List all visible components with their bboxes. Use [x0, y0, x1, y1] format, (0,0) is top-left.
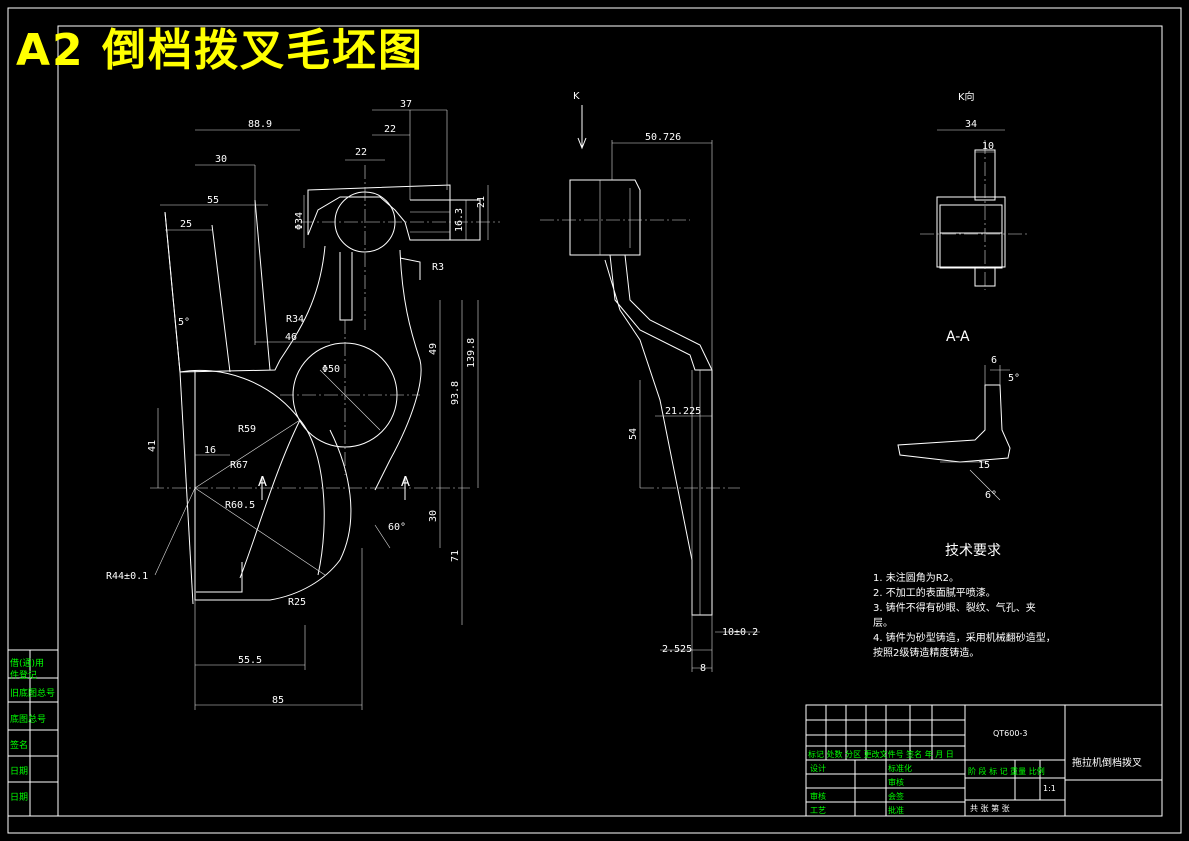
dim-r34: R34: [286, 314, 304, 325]
dim-r44: R44±0.1: [106, 571, 148, 582]
dim-30: 30: [215, 154, 227, 165]
dim-55: 55: [207, 195, 219, 206]
k-arrow-label: K: [573, 91, 580, 102]
dim-r67: R67: [230, 460, 248, 471]
inner-border: [57, 25, 1163, 817]
dim-37: 37: [400, 99, 412, 110]
title-block-stage-header: 阶 段 标 记 重量 比例: [968, 767, 1045, 776]
dim-r25: R25: [288, 597, 306, 608]
side-label: 日期: [10, 767, 29, 777]
dim-15: 15: [978, 460, 990, 471]
tech-item: 4. 铸件为砂型铸造，采用机械翻砂造型，: [873, 633, 1056, 644]
dim-6deg: 6°: [985, 490, 997, 501]
title-block-part-name: 拖拉机倒档拨叉: [1072, 758, 1142, 769]
dim-34: 34: [965, 119, 977, 130]
k-view: [920, 129, 1030, 290]
dim-phi34: Φ34: [294, 212, 305, 230]
main-view: [150, 109, 500, 710]
title-block-scale: 1:1: [1043, 784, 1056, 793]
dim-r59: R59: [238, 424, 256, 435]
tech-item: 按照2级铸造精度铸造。: [873, 648, 980, 659]
tech-item: 2. 不加工的表面腻平喷漆。: [873, 588, 996, 599]
section-aa: [897, 365, 1011, 501]
dim-2-525: 2.525: [662, 644, 692, 655]
dimension-texts: 37 88.9 22 30 22 55 25 Φ34 16.3 21 R3 5°…: [106, 90, 1020, 706]
dim-30b: 30: [428, 510, 439, 522]
dim-5deg-b: 5°: [1008, 373, 1020, 384]
side-label: 日期: [10, 793, 29, 803]
dim-54: 54: [628, 428, 639, 440]
k-view-label: K向: [958, 90, 975, 103]
dim-25: 25: [180, 219, 192, 230]
title-block-sheet: 共 张 第 张: [970, 804, 1010, 813]
dim-85: 85: [272, 695, 284, 706]
side-label: 签名: [10, 741, 29, 751]
side-view: [540, 105, 760, 672]
title-block-revision-header: 标记 处数 分区 更改文件号 签名 年 月 日: [808, 750, 954, 759]
dim-8: 8: [700, 663, 706, 674]
side-label: 件登记: [10, 671, 38, 681]
section-mark-right: A: [401, 475, 410, 490]
dim-55-5: 55.5: [238, 655, 262, 666]
dim-139-8: 139.8: [466, 338, 477, 368]
title-block-role: 工艺: [810, 806, 826, 815]
drawing-title: A2 倒档拨叉毛坯图: [16, 25, 424, 76]
tech-item: 1. 未注圆角为R2。: [873, 573, 960, 584]
section-label: A-A: [946, 329, 970, 345]
dim-r3: R3: [432, 262, 444, 273]
title-block-role: 批准: [888, 806, 904, 815]
dim-phi50: Φ50: [322, 364, 340, 375]
dim-21-225: 21.225: [665, 406, 701, 417]
title-block-role: 会签: [888, 792, 904, 801]
tech-requirements-heading: 技术要求: [945, 543, 1001, 559]
section-mark-left: A: [258, 475, 267, 490]
dim-21: 21: [476, 196, 487, 208]
title-block-role: 标准化: [888, 764, 912, 773]
title-block-grid: [805, 704, 1163, 817]
dim-5deg: 5°: [178, 317, 190, 328]
dim-88-9: 88.9: [248, 119, 272, 130]
tech-item: 3. 铸件不得有砂眼、裂纹、气孔、夹: [873, 603, 1036, 614]
title-block-role: 设计: [810, 764, 826, 773]
title-block-role: 审核: [810, 792, 826, 801]
dim-60deg: 60°: [388, 522, 406, 533]
dim-16: 16: [204, 445, 216, 456]
dim-49: 49: [428, 343, 439, 355]
dim-6: 6: [991, 355, 997, 366]
dim-10-tol: 10±0.2: [722, 627, 758, 638]
side-label: 借(通)用: [10, 659, 45, 669]
dim-10: 10: [982, 141, 994, 152]
dim-22a: 22: [384, 124, 396, 135]
dim-16-3: 16.3: [454, 208, 465, 232]
dim-41: 41: [147, 440, 158, 452]
dim-93-8: 93.8: [450, 381, 461, 405]
dim-50-726: 50.726: [645, 132, 681, 143]
dim-71: 71: [450, 550, 461, 562]
dim-r60-5: R60.5: [225, 500, 255, 511]
outer-border: [7, 7, 1182, 834]
tech-requirements-list: 1. 未注圆角为R2。 2. 不加工的表面腻平喷漆。 3. 铸件不得有砂眼、裂纹…: [873, 571, 1103, 661]
tech-item: 层。: [873, 618, 893, 629]
title-block-role: 审核: [888, 778, 904, 787]
dim-46: 46: [285, 332, 297, 343]
dim-22b: 22: [355, 147, 367, 158]
side-label: 底图总号: [10, 715, 47, 725]
side-label: 旧底图总号: [10, 689, 56, 699]
title-block-material: QT600-3: [993, 729, 1028, 738]
side-stamp-grid: [7, 649, 59, 817]
